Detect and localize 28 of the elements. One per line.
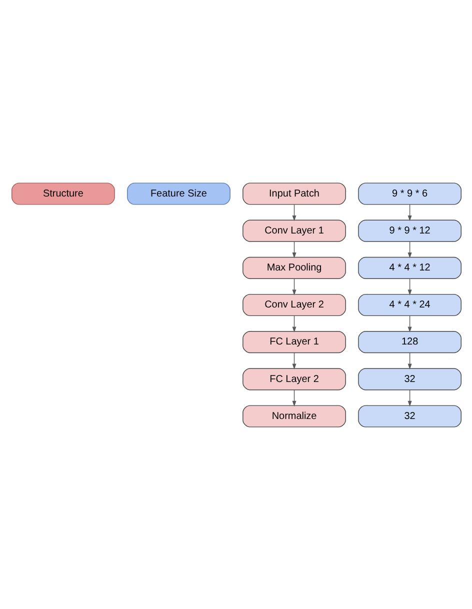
arrow: [407, 314, 412, 332]
node-box: Normalize: [242, 404, 346, 427]
node-box: Conv Layer 1: [242, 219, 346, 242]
node-box: 9 * 9 * 12: [358, 219, 461, 242]
arrow: [292, 278, 296, 295]
node-box: 4 * 4 * 12: [358, 256, 461, 278]
arrow: [292, 240, 296, 258]
node-box: 9 * 9 * 6: [358, 182, 461, 204]
node-box: 128: [358, 330, 461, 353]
node-box: Feature Size: [126, 182, 230, 204]
arrow: [407, 240, 412, 258]
arrow: [407, 352, 412, 370]
arrow: [292, 204, 296, 221]
node-box: 32: [358, 368, 461, 390]
arrow: [407, 278, 412, 295]
arrow: [407, 204, 412, 221]
arrow: [292, 389, 296, 406]
node-box: Structure: [11, 182, 114, 204]
arrow: [292, 314, 296, 332]
node-box: FC Layer 1: [242, 330, 346, 353]
arrow: [407, 389, 412, 406]
node-box: Input Patch: [242, 182, 346, 204]
arrow: [292, 352, 296, 370]
node-box: 4 * 4 * 24: [358, 293, 461, 316]
node-box: FC Layer 2: [242, 368, 346, 390]
node-box: Conv Layer 2: [242, 293, 346, 316]
node-box: 32: [358, 404, 461, 427]
node-box: Max Pooling: [242, 256, 346, 278]
